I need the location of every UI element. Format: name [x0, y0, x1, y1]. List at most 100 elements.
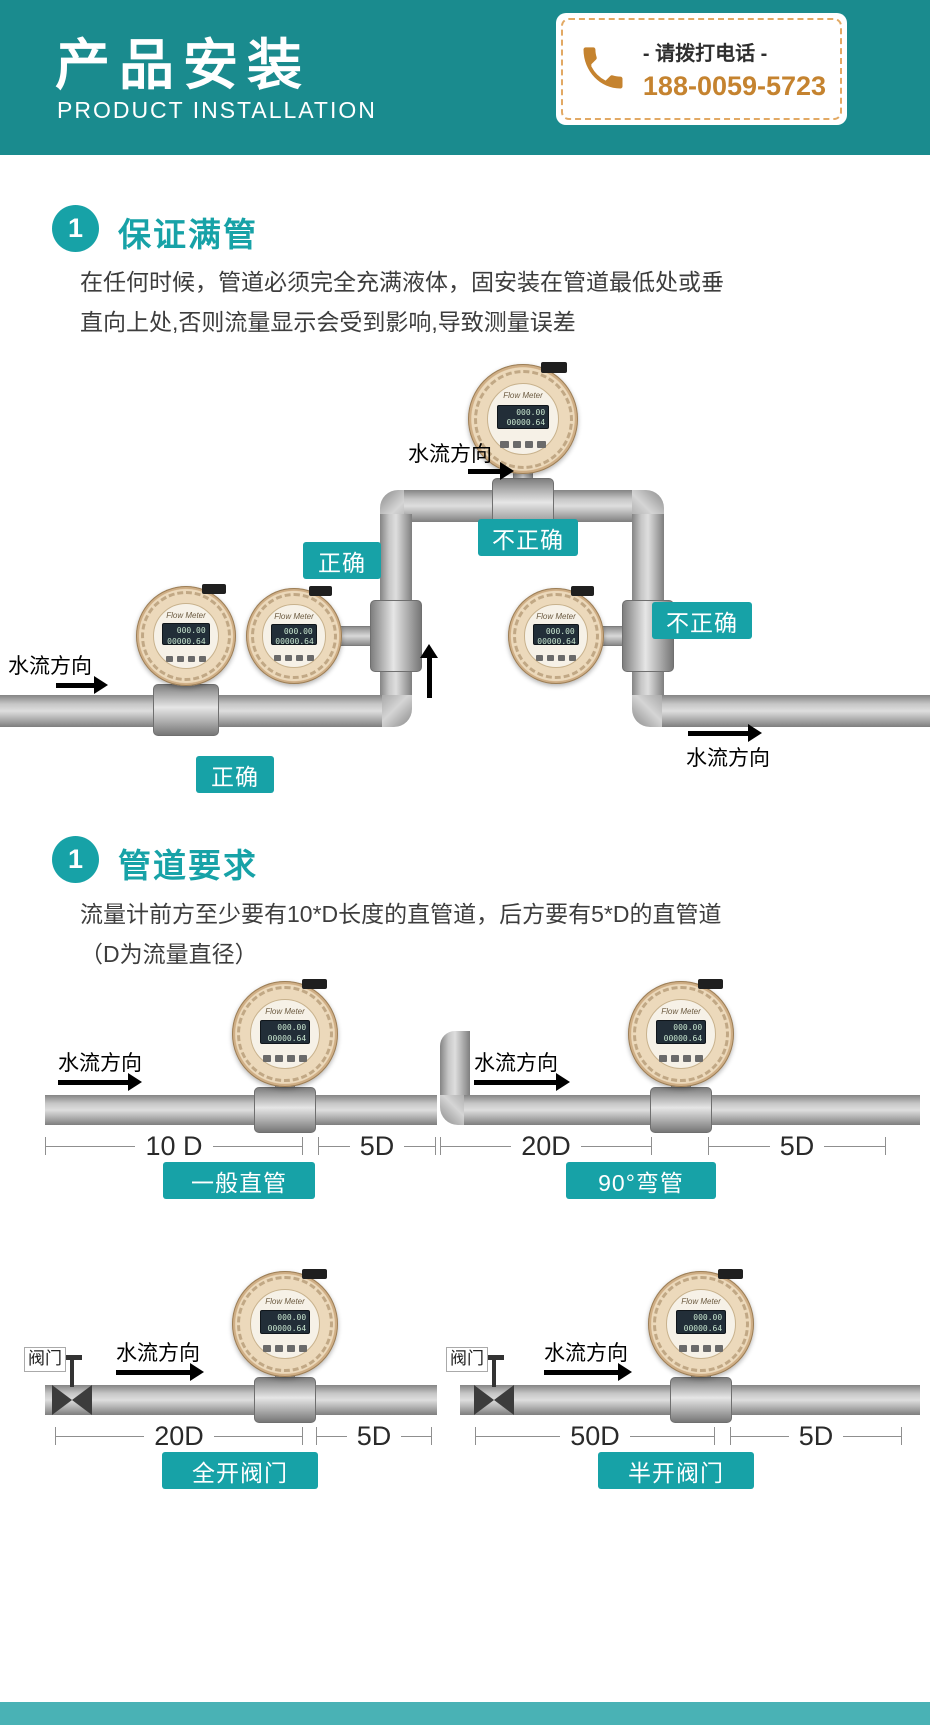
meter-face: Flow Meter 000.00 00000.64	[486, 382, 560, 456]
pipe-elbow	[380, 695, 412, 727]
meter-face: Flow Meter 000.00 00000.64	[646, 999, 716, 1069]
section-number-badge: 1	[52, 836, 99, 883]
flow-arrow-right-icon	[116, 1363, 204, 1381]
meter-brand: Flow Meter	[661, 1007, 701, 1017]
meter-brand: Flow Meter	[536, 612, 576, 622]
meter-collar	[153, 684, 219, 736]
pipe-spec-badge: 全开阀门	[162, 1452, 318, 1489]
flow-arrow-right-icon	[468, 462, 514, 480]
dimension-label: 5D	[798, 1420, 834, 1451]
valve-label: 阀门	[24, 1347, 66, 1372]
meter-lcd-display: 000.00 00000.64	[533, 623, 579, 645]
diagram-straight-pipe: Flow Meter 000.00 00000.64 水流方向 10 D 5D …	[20, 973, 440, 1210]
pipe-segment	[662, 695, 930, 727]
section-body-line: （D为流量直径）	[80, 941, 258, 968]
valve-icon	[52, 1355, 92, 1415]
phone-cta-label: - 请拨打电话 -	[642, 42, 768, 65]
dimension-label: 50D	[570, 1420, 620, 1451]
meter-lcd-display: 000.00 00000.64	[655, 1020, 707, 1044]
page-title: 产品安装	[55, 34, 312, 96]
meter-brand: Flow Meter	[274, 612, 314, 622]
diagram-90-bend: Flow Meter 000.00 00000.64 水流方向 20D 5D 9…	[440, 973, 920, 1210]
meter-collar	[650, 1087, 712, 1133]
flow-arrow-right-icon	[544, 1363, 632, 1381]
meter-collar	[370, 600, 422, 672]
meter-collar	[254, 1087, 316, 1133]
flow-arrow-right-icon	[474, 1073, 570, 1091]
pipe-segment	[45, 1385, 437, 1415]
dimension-label: 5D	[359, 1130, 395, 1161]
meter-buttons	[263, 1345, 307, 1352]
meter-junction-box	[301, 978, 328, 990]
footer-bar	[0, 1702, 930, 1725]
meter-lcd-display: 000.00 00000.64	[259, 1020, 311, 1044]
dimension-line: 5D	[316, 1419, 433, 1453]
phone-card-border	[561, 18, 842, 120]
flow-meter: Flow Meter 000.00 00000.64	[246, 586, 342, 684]
meter-face: Flow Meter 000.00 00000.64	[250, 1289, 320, 1359]
pipe-spec-badge: 一般直管	[163, 1162, 315, 1199]
section-body-line: 在任何时候，管道必须完全充满液体，固安装在管道最低处或垂	[80, 269, 724, 295]
flow-direction-label: 水流方向	[8, 655, 92, 678]
diagram-full-pipe: Flow Meter 000.00 00000.64 Flow Meter 00…	[0, 350, 930, 810]
meter-lcd-display: 000.00 00000.64	[496, 404, 550, 429]
meter-buttons	[679, 1345, 723, 1352]
flow-direction-label: 水流方向	[58, 1052, 142, 1075]
section-title: 管道要求	[118, 847, 258, 884]
meter-brand: Flow Meter	[503, 391, 543, 401]
dimension-line: 20D	[440, 1129, 652, 1163]
dimension-line: 50D	[475, 1419, 715, 1453]
meter-face: Flow Meter 000.00 00000.64	[666, 1289, 736, 1359]
meter-bezel	[648, 1271, 754, 1377]
meter-collar	[622, 600, 674, 672]
flow-direction-label: 水流方向	[686, 747, 770, 770]
meter-junction-box	[309, 586, 333, 596]
flow-direction-label: 水流方向	[474, 1052, 558, 1075]
dimension-label: 20D	[154, 1420, 204, 1451]
meter-junction-box	[697, 978, 724, 990]
section-body-line: 流量计前方至少要有10*D长度的直管道，后方要有5*D的直管道	[80, 901, 722, 927]
meter-buttons	[536, 655, 576, 662]
status-badge-incorrect: 不正确	[652, 602, 752, 639]
flow-meter: Flow Meter 000.00 00000.64	[232, 1268, 338, 1377]
meter-buttons	[659, 1055, 703, 1062]
section-title: 保证满管	[118, 216, 258, 253]
status-badge-correct: 正确	[196, 756, 274, 793]
pipe-elbow	[632, 695, 664, 727]
meter-buttons	[274, 655, 314, 662]
meter-junction-box	[301, 1268, 328, 1280]
meter-face: Flow Meter 000.00 00000.64	[250, 999, 320, 1069]
phone-card: - 请拨打电话 - 188-0059-5723	[556, 13, 847, 125]
page-subtitle: PRODUCT INSTALLATION	[57, 97, 377, 123]
dimension-line: 20D	[55, 1419, 303, 1453]
meter-buttons	[165, 655, 207, 663]
meter-junction-box	[717, 1268, 744, 1280]
phone-icon	[583, 47, 623, 89]
dimension-line: 10 D	[45, 1129, 304, 1163]
header: 产品安装 PRODUCT INSTALLATION - 请拨打电话 - 188-…	[0, 0, 930, 155]
meter-buttons	[500, 440, 546, 448]
flow-meter: Flow Meter 000.00 00000.64	[136, 584, 236, 686]
dimension-label: 5D	[356, 1420, 392, 1451]
meter-bezel	[508, 588, 604, 684]
meter-lcd-display: 000.00 00000.64	[271, 623, 317, 645]
flow-direction-label: 水流方向	[408, 443, 492, 466]
section-body-line: 直向上处,否则流量显示会受到影响,导致测量误差	[80, 309, 576, 336]
pipe-spec-badge: 半开阀门	[598, 1452, 754, 1489]
dimension-line: 5D	[730, 1419, 903, 1453]
valve-label: 阀门	[446, 1347, 488, 1372]
meter-lcd-display: 000.00 00000.64	[162, 623, 210, 645]
flow-meter: Flow Meter 000.00 00000.64	[232, 978, 338, 1087]
meter-buttons	[263, 1055, 307, 1062]
meter-collar	[670, 1377, 732, 1423]
dimension-label: 10 D	[145, 1130, 203, 1161]
phone-number: 188-0059-5723	[642, 70, 827, 101]
flow-meter: Flow Meter 000.00 00000.64	[628, 978, 734, 1087]
dimension-line: 5D	[708, 1129, 887, 1163]
meter-brand: Flow Meter	[681, 1297, 721, 1307]
pipe-segment	[440, 1031, 470, 1097]
flow-meter: Flow Meter 000.00 00000.64	[508, 586, 604, 684]
section-body: 流量计前方至少要有10*D长度的直管道，后方要有5*D的直管道 （D为流量直径）	[80, 894, 890, 975]
flow-meter: Flow Meter 000.00 00000.64	[648, 1268, 754, 1377]
